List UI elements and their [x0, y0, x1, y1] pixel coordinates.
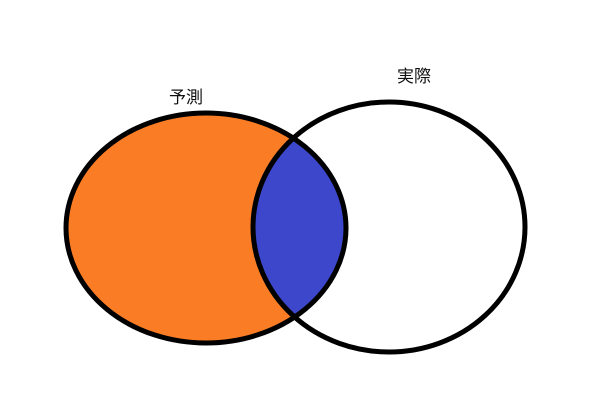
actual-set-outline — [250, 99, 528, 355]
actual-set-label: 実際 — [397, 67, 431, 87]
prediction-set-label: 予測 — [169, 88, 203, 108]
prediction-set-outline — [63, 110, 349, 346]
intersection-region — [253, 113, 346, 343]
